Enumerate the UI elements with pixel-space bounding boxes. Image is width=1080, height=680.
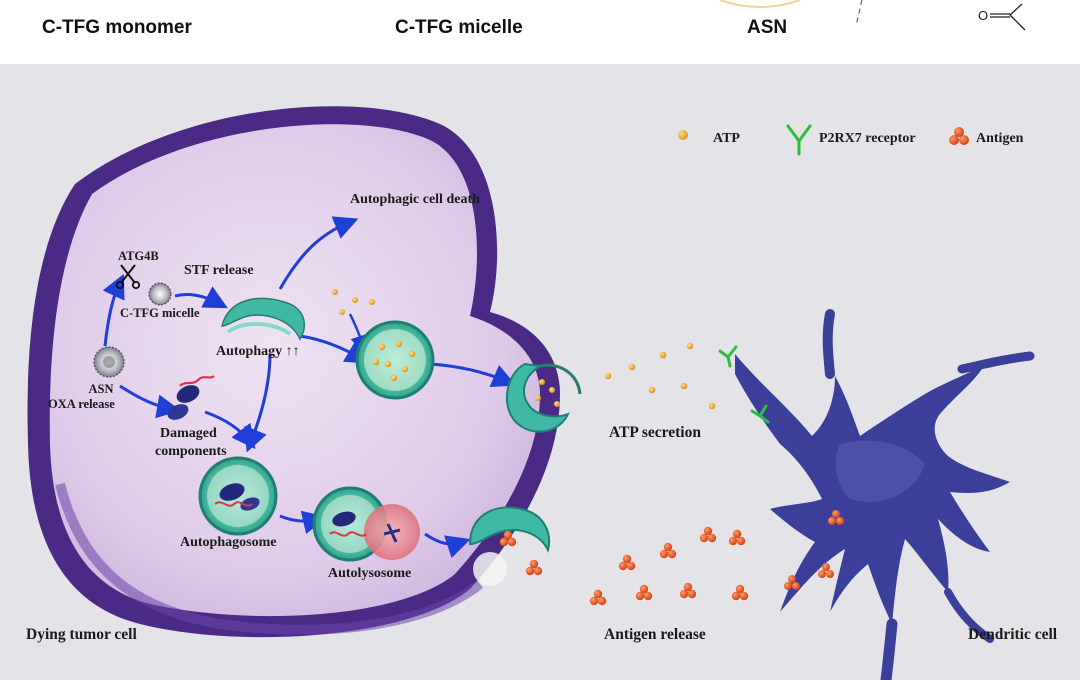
label-damaged: Damaged xyxy=(160,426,217,441)
antigen-on-dendritic-cell xyxy=(784,510,844,590)
vesicle-atp-dots xyxy=(372,340,416,382)
free-atp-dots-outside xyxy=(604,342,716,410)
arrow-asn-to-damaged xyxy=(119,384,181,419)
label-autophagic-cell-death: Autophagic cell death xyxy=(350,192,480,207)
atp-vesicle xyxy=(355,320,435,400)
top-structure-fragments: O xyxy=(719,0,1026,31)
autophagosome-vesicle xyxy=(198,456,278,536)
label-stf-release: STF release xyxy=(184,263,254,278)
label-components: components xyxy=(155,444,227,459)
tumor-cell-interior xyxy=(49,124,541,617)
label-autophagy: Autophagy ↑↑ xyxy=(216,344,300,359)
label-autolysosome: Autolysosome xyxy=(328,566,412,581)
autolysosome-vesicle xyxy=(312,486,420,562)
dendritic-cell-highlight xyxy=(835,440,925,503)
membrane-rim-highlight xyxy=(55,482,484,635)
arrow-vesicle-to-secretion xyxy=(429,362,517,388)
chemical-bond xyxy=(1009,3,1023,16)
label-atp-secretion: ATP secretion xyxy=(609,424,701,441)
label-antigen-release: Antigen release xyxy=(604,626,706,643)
dashed-bond-line xyxy=(855,0,863,27)
dendrite-arm xyxy=(880,618,898,680)
secreting-atp-dots xyxy=(535,379,560,407)
free-atp-dots-inside xyxy=(332,289,375,315)
damaged-dna-strand xyxy=(179,375,215,387)
scissors-icon xyxy=(115,264,141,290)
label-oxa-release: OXA release xyxy=(48,397,115,411)
dendrite-arm xyxy=(944,588,994,643)
label-c-tfg-micelle-top: C-TFG micelle xyxy=(395,17,523,38)
p2rx7-receptor-on-cell xyxy=(750,404,770,424)
legend-atp-label: ATP xyxy=(713,131,740,146)
dendrite-arm xyxy=(957,351,1035,374)
label-autophagosome: Autophagosome xyxy=(180,535,277,550)
label-dying-tumor-cell: Dying tumor cell xyxy=(26,626,137,643)
label-asn-top: ASN xyxy=(747,17,788,38)
legend-antigen-label: Antigen xyxy=(976,131,1024,146)
damaged-mitochondria xyxy=(167,385,200,420)
legend-antigen-icon xyxy=(949,127,969,145)
label-dendritic-cell: Dendritic cell xyxy=(968,626,1058,643)
chemical-bond xyxy=(1009,14,1026,31)
secretion-vesicle xyxy=(505,362,582,433)
label-atg4b: ATG4B xyxy=(118,249,159,263)
arrow-micelle-to-autophagy xyxy=(174,286,228,309)
diagram-canvas xyxy=(0,64,1080,680)
label-asn: ASN xyxy=(88,382,114,396)
p2rx7-receptor-on-cell xyxy=(718,345,738,368)
legend-receptor-icon xyxy=(786,124,812,156)
antigen-clusters-cell xyxy=(499,530,543,576)
phagophore-crescent xyxy=(221,297,306,341)
dendrite-arm xyxy=(822,309,835,379)
arrow-to-autophagic-cell-death xyxy=(278,216,359,290)
arrow-damaged-to-autophagosome xyxy=(204,410,256,450)
label-c-tfg-monomer: C-TFG monomer xyxy=(42,17,192,38)
label-c-tfg-micelle: C-TFG micelle xyxy=(120,306,200,320)
top-label-row: C-TFG monomer C-TFG micelle ASN O xyxy=(0,0,1080,62)
oxygen-atom-glyph: O xyxy=(978,8,988,23)
asn-core xyxy=(103,356,115,368)
asn-particle-edge xyxy=(719,0,801,8)
diagram-panel: ATP P2RX7 receptor Antigen Autophagic ce… xyxy=(0,64,1080,680)
legend-receptor-label: P2RX7 receptor xyxy=(819,131,916,146)
free-antigen-clusters xyxy=(589,526,749,606)
antigen-exit-vesicle xyxy=(468,506,550,586)
c-tfg-micelle-icon xyxy=(148,282,172,306)
arrow-autolysosome-to-exit xyxy=(424,532,471,559)
legend-atp-icon xyxy=(678,130,688,140)
